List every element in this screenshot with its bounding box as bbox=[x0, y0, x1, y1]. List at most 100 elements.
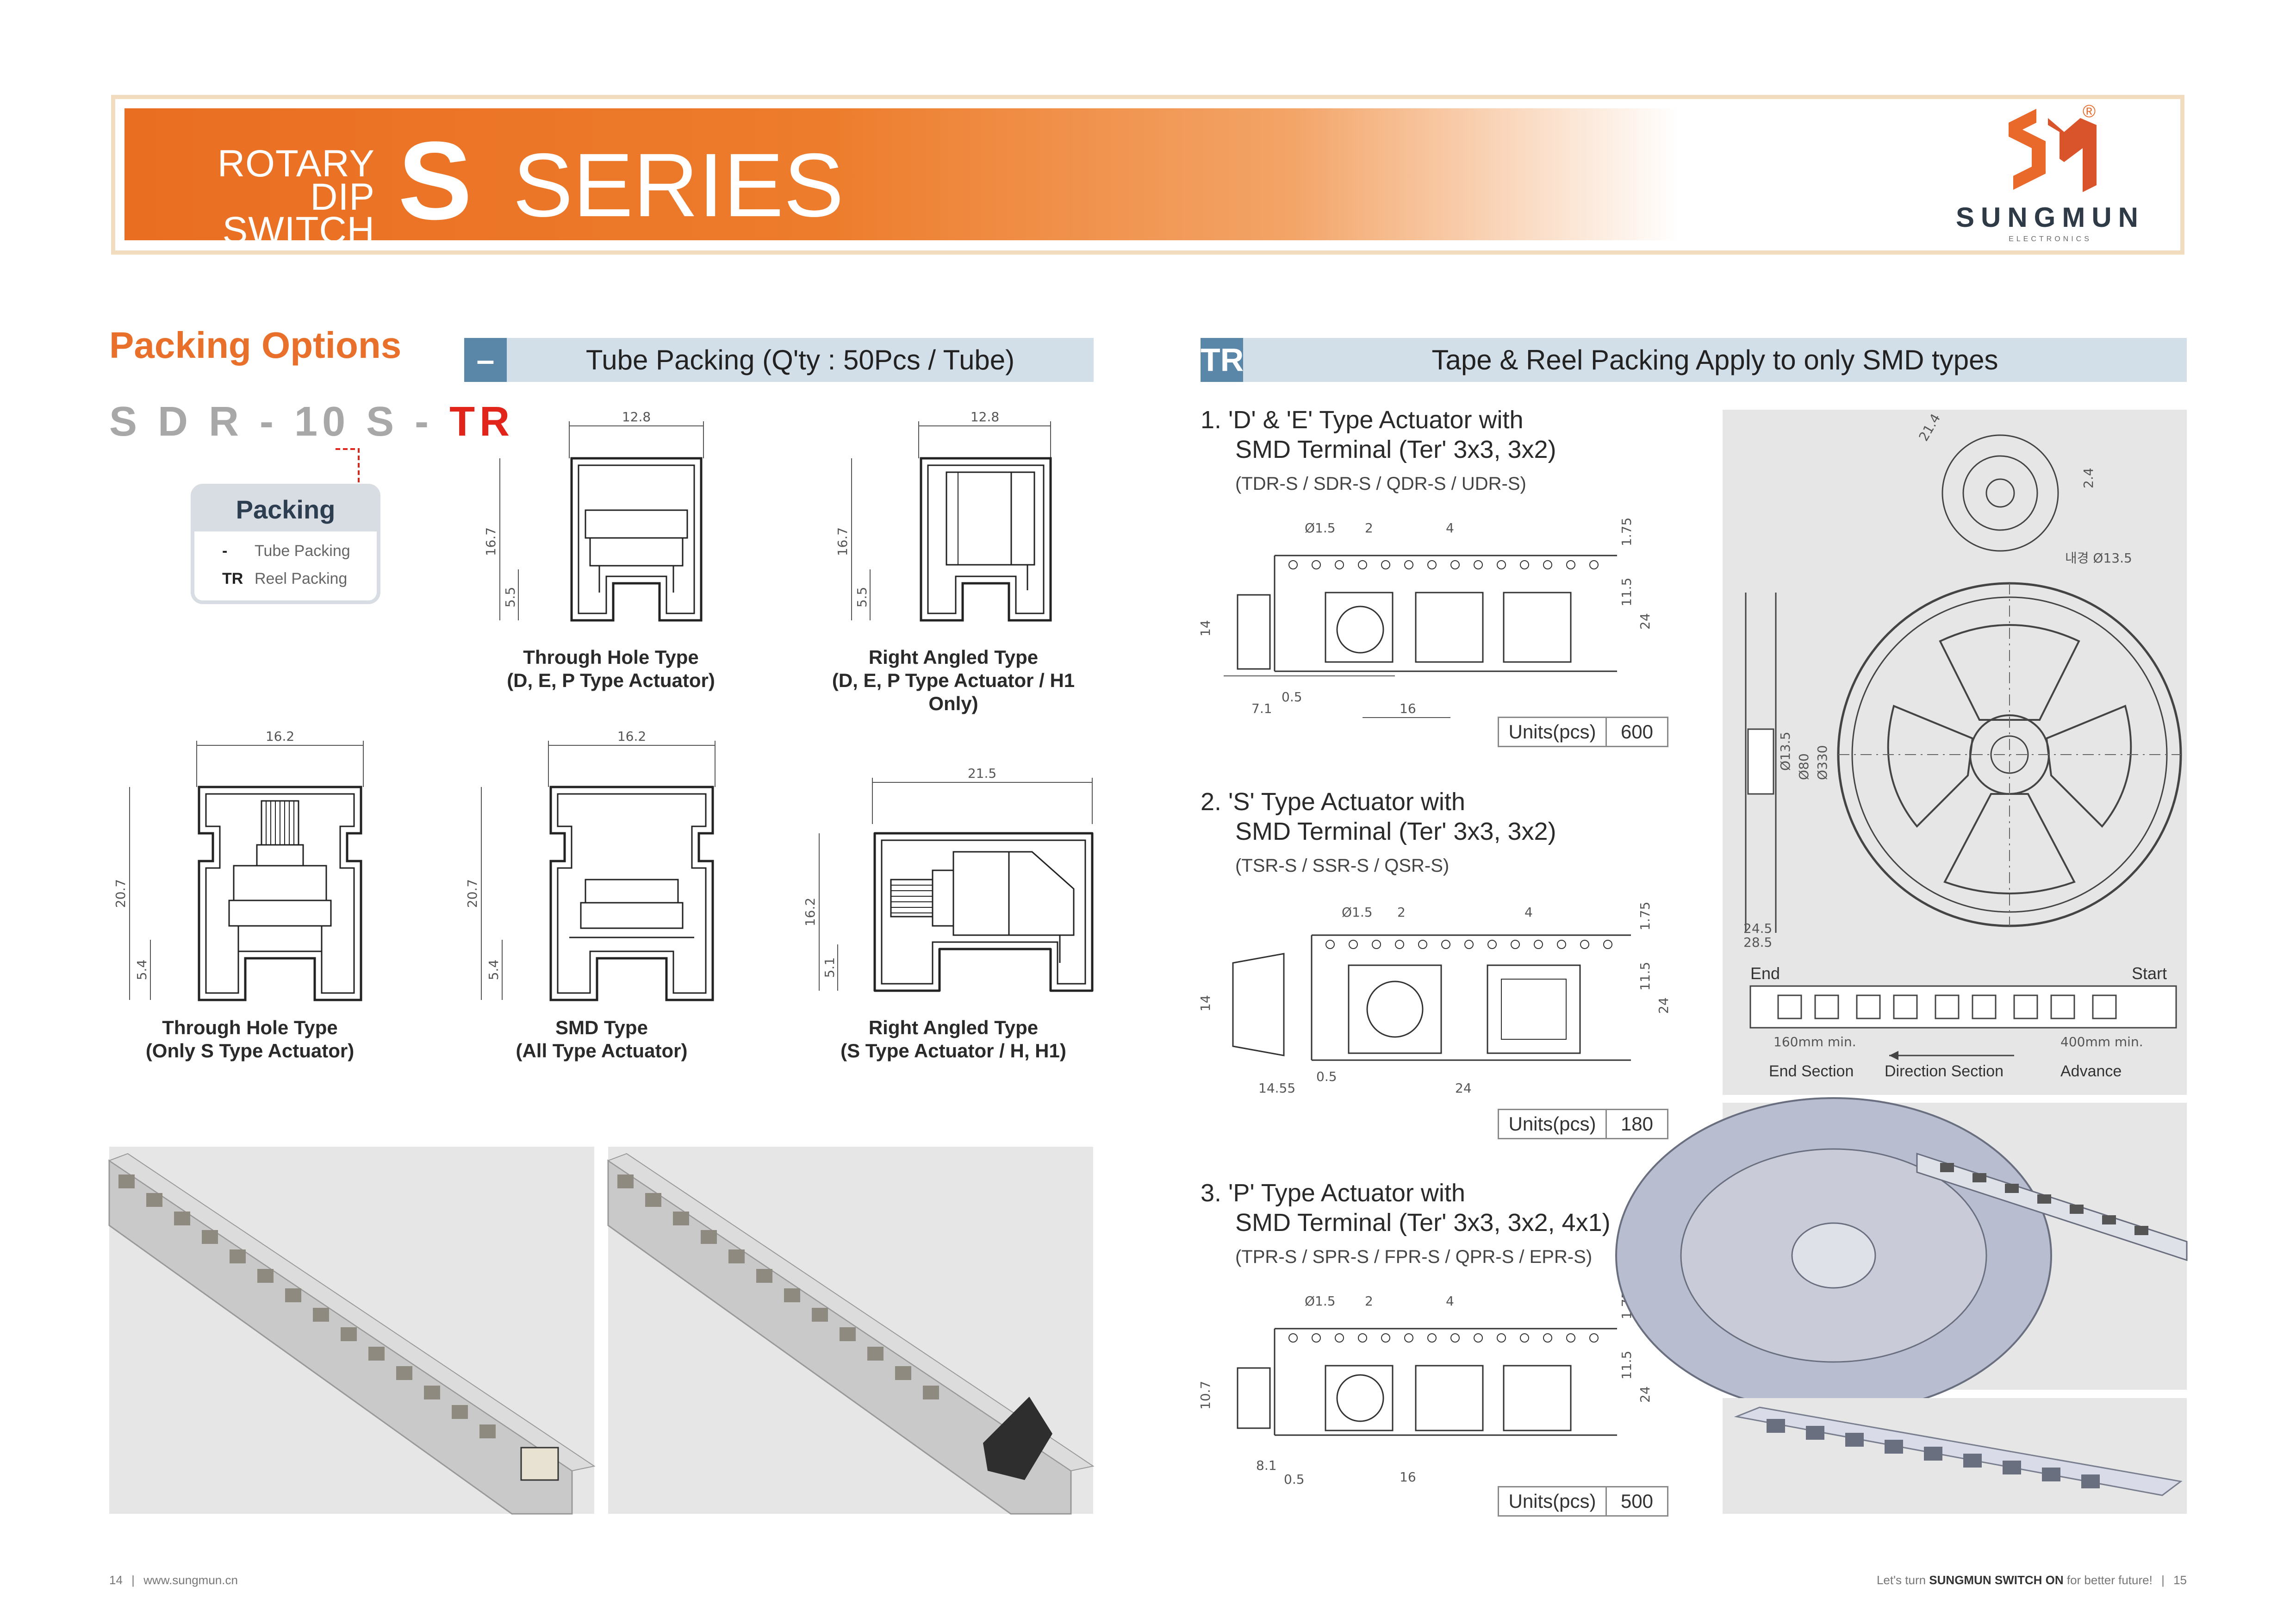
tube-drawing-through-hole-dep: 12.8 16.7 5.5 bbox=[483, 409, 704, 622]
units-label: Units(pcs) bbox=[1499, 718, 1607, 746]
dim-height: 16.2 bbox=[803, 898, 818, 926]
dim-label: 14 bbox=[1198, 620, 1213, 637]
footer-slogan-pre: Let's turn bbox=[1876, 1573, 1929, 1587]
reel-item-1-heading: 1. 'D' & 'E' Type Actuator with SMD Term… bbox=[1201, 405, 1686, 494]
footer-left: 14 | www.sungmun.cn bbox=[109, 1573, 238, 1587]
reel-dim: 2.4 bbox=[2081, 468, 2096, 488]
dim-label: 10.7 bbox=[1198, 1381, 1213, 1410]
reel-dim: Ø330 bbox=[1815, 745, 1830, 780]
footer-right: Let's turn SUNGMUN SWITCH ON for better … bbox=[1876, 1573, 2187, 1587]
tape-start-label: Start bbox=[2132, 964, 2167, 983]
tape-min-right: 400mm min. bbox=[2060, 1034, 2143, 1049]
reel-item-title: SMD Terminal (Ter' 3x3, 3x2) bbox=[1235, 436, 1556, 463]
dim-label: 0.5 bbox=[1316, 1069, 1337, 1084]
reel-item-models: (TPR-S / SPR-S / FPR-S / QPR-S / EPR-S) bbox=[1235, 1247, 1593, 1267]
dim-label: 11.5 bbox=[1619, 1351, 1634, 1380]
reel-dim: Ø80 bbox=[1796, 753, 1811, 780]
tape-strip-icon bbox=[1734, 1406, 2183, 1496]
dim-label: 4 bbox=[1446, 520, 1454, 536]
units-value: 500 bbox=[1620, 1490, 1654, 1512]
dim-width: 16.2 bbox=[266, 729, 294, 744]
footer-slogan-bold: SUNGMUN SWITCH ON bbox=[1929, 1573, 2064, 1587]
header-dip-switch-text: DIP SWITCH bbox=[222, 176, 375, 251]
reel-dim: 내경 Ø13.5 bbox=[2065, 550, 2132, 566]
tube-drawing-smd: 16.2 20.7 5.4 bbox=[465, 729, 716, 1001]
tube-drawing-right-angled-dep: 12.8 16.7 5.5 bbox=[835, 409, 1052, 622]
units-box-3: Units(pcs) 500 bbox=[1498, 1486, 1668, 1517]
reel-dim: 28.5 bbox=[1743, 935, 1772, 950]
tape-end-section: End Section bbox=[1769, 1062, 1854, 1080]
dim-label: 11.5 bbox=[1619, 578, 1634, 606]
tape-drawing-2: Ø1.5 2 4 1.75 11.5 24 14 14.55 0.5 24 bbox=[1198, 902, 1671, 1096]
reel-packing-bar bbox=[1201, 338, 2187, 382]
dim-label: 14.55 bbox=[1258, 1081, 1295, 1096]
tube-render-1-icon bbox=[108, 1153, 596, 1515]
units-value: 600 bbox=[1620, 721, 1654, 743]
dim-label: Ø1.5 bbox=[1305, 520, 1336, 536]
legend-key: - bbox=[222, 542, 228, 560]
tube-render-image-1 bbox=[108, 1147, 596, 1515]
reel-drawing-panel: 21.4 2.4 내경 Ø13.5 Ø13.5 Ø80 Ø330 24.5 28… bbox=[1723, 410, 2187, 1095]
tube-packing-title: Tube Packing (Q'ty : 50Pcs / Tube) bbox=[585, 344, 1015, 375]
reel-diagram-icon: 21.4 2.4 내경 Ø13.5 Ø13.5 Ø80 Ø330 24.5 28… bbox=[1743, 411, 2182, 1080]
legend-row-tube: - Tube Packing bbox=[222, 542, 350, 560]
dim-base: 5.4 bbox=[134, 960, 149, 981]
reel-item-models: (TDR-S / SDR-S / QDR-S / UDR-S) bbox=[1235, 474, 1526, 494]
tube-render-2-icon bbox=[607, 1153, 1095, 1515]
reel-item-title: 3. 'P' Type Actuator with bbox=[1201, 1179, 1465, 1207]
dim-height: 16.7 bbox=[835, 527, 850, 556]
reel-item-title: 2. 'S' Type Actuator with bbox=[1201, 788, 1465, 816]
header-rotary-text: ROTARY bbox=[217, 143, 375, 185]
tube-caption-2: Right Angled Type (D, E, P Type Actuator… bbox=[805, 646, 1101, 715]
part-code-suffix: TR bbox=[449, 399, 515, 445]
dim-width: 21.5 bbox=[968, 766, 996, 781]
dim-height: 16.7 bbox=[483, 527, 498, 556]
caption-line: (All Type Actuator) bbox=[516, 1040, 688, 1062]
units-label: Units(pcs) bbox=[1499, 1110, 1607, 1138]
tube-render-image-2 bbox=[607, 1147, 1095, 1515]
legend-key: TR bbox=[222, 570, 243, 587]
caption-line: (S Type Actuator / H, H1) bbox=[840, 1040, 1066, 1062]
dim-label: 16 bbox=[1400, 1469, 1416, 1485]
dim-label: Ø1.5 bbox=[1342, 905, 1373, 920]
dim-label: 8.1 bbox=[1256, 1458, 1277, 1473]
reel-item-title: SMD Terminal (Ter' 3x3, 3x2) bbox=[1235, 818, 1556, 845]
tape-advance: Advance bbox=[2060, 1062, 2122, 1080]
caption-line: Right Angled Type bbox=[868, 1017, 1039, 1038]
dim-label: 24 bbox=[1637, 613, 1653, 630]
dim-label: 1.75 bbox=[1637, 902, 1653, 931]
units-box-2: Units(pcs) 180 bbox=[1498, 1109, 1668, 1139]
units-label: Units(pcs) bbox=[1499, 1487, 1607, 1515]
dim-label: 2 bbox=[1365, 1293, 1373, 1309]
dim-label: 24 bbox=[1656, 997, 1671, 1014]
dim-base: 5.5 bbox=[503, 587, 518, 608]
dim-height: 20.7 bbox=[113, 879, 128, 908]
footer-url[interactable]: www.sungmun.cn bbox=[143, 1573, 238, 1587]
tape-direction-section: Direction Section bbox=[1885, 1062, 2004, 1080]
tube-caption-5: Right Angled Type (S Type Actuator / H, … bbox=[796, 1016, 1111, 1062]
reel-item-2-heading: 2. 'S' Type Actuator with SMD Terminal (… bbox=[1201, 787, 1686, 876]
dim-label: 4 bbox=[1446, 1293, 1454, 1309]
dim-label: 1.75 bbox=[1619, 518, 1634, 546]
dim-label: 0.5 bbox=[1282, 689, 1302, 705]
reel-dim: Ø13.5 bbox=[1778, 732, 1793, 771]
tape-min-left: 160mm min. bbox=[1773, 1034, 1856, 1049]
dim-label: 2 bbox=[1365, 520, 1373, 536]
reel-packing-title: Tape & Reel Packing Apply to only SMD ty… bbox=[1431, 344, 1998, 375]
part-code-pointer bbox=[336, 448, 360, 484]
caption-line: SMD Type bbox=[555, 1017, 648, 1038]
legend-label: Tube Packing bbox=[255, 542, 350, 560]
header-s-letter: S bbox=[398, 119, 473, 243]
tube-drawing-right-angled-s: 21.5 16.2 5.1 bbox=[803, 766, 1094, 992]
registered-mark: ® bbox=[2083, 102, 2096, 121]
header-frame bbox=[111, 95, 2184, 255]
dim-label: 16 bbox=[1400, 701, 1416, 716]
caption-line: (D, E, P Type Actuator) bbox=[507, 669, 715, 691]
brand-name: SUNGMUN bbox=[1956, 202, 2145, 233]
footer-right-page: 15 bbox=[2173, 1573, 2187, 1587]
reel-item-title: SMD Terminal (Ter' 3x3, 3x2, 4x1) bbox=[1235, 1209, 1611, 1237]
header-series-text: SERIES bbox=[513, 135, 844, 236]
dim-width: 12.8 bbox=[622, 409, 651, 425]
